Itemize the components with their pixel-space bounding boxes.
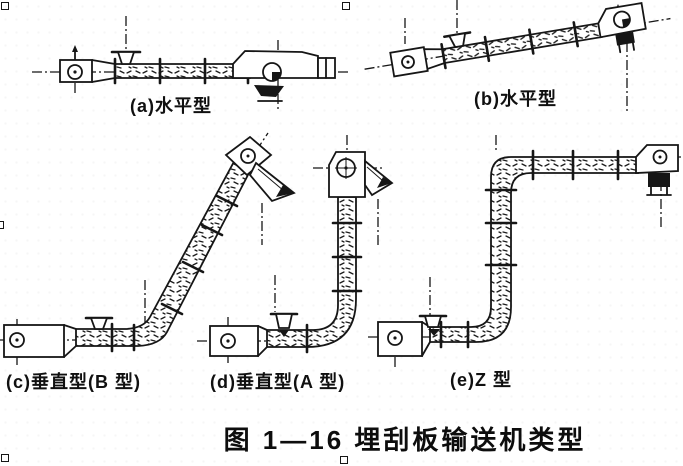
tail-section bbox=[59, 45, 116, 94]
crop-mark bbox=[1, 2, 9, 10]
figure-caption: 图 1—16 埋刮板输送机类型 bbox=[223, 425, 587, 455]
up-arrow-icon bbox=[72, 45, 78, 52]
crop-mark bbox=[1, 454, 9, 462]
trough bbox=[429, 156, 639, 343]
trough bbox=[114, 63, 251, 79]
tail-section bbox=[209, 325, 268, 357]
panel-label-b: (b)水平型 bbox=[474, 89, 557, 109]
tail-section bbox=[3, 324, 77, 358]
discharge-spout bbox=[364, 159, 394, 197]
crop-mark bbox=[342, 2, 350, 10]
conveyor-drawing-d-vertical-a bbox=[197, 135, 394, 365]
flange-joint bbox=[160, 302, 184, 316]
head-section bbox=[232, 50, 336, 102]
feed-hopper bbox=[443, 31, 472, 49]
trough bbox=[266, 196, 357, 348]
flange-joint bbox=[440, 42, 447, 70]
flange-joint bbox=[483, 35, 491, 63]
flange-joint bbox=[528, 28, 535, 55]
conveyor-drawing-c-vertical-b bbox=[0, 132, 296, 367]
discharge-chute bbox=[254, 85, 284, 97]
panel-label-a: (a)水平型 bbox=[130, 96, 212, 116]
head-section bbox=[597, 2, 647, 54]
flange-joint bbox=[215, 194, 239, 208]
head-section bbox=[224, 135, 296, 203]
conveyor-drawing-e-z-type bbox=[368, 135, 681, 369]
crop-mark bbox=[0, 221, 4, 229]
conveyor-drawing-b-inclined bbox=[364, 0, 671, 112]
flange-joint bbox=[181, 260, 205, 274]
panel-label-c: (c)垂直型(B 型) bbox=[6, 372, 141, 392]
head-section bbox=[328, 151, 394, 198]
head-section bbox=[635, 144, 679, 196]
flange-joint bbox=[572, 21, 579, 48]
panel-label-d: (d)垂直型(A 型) bbox=[210, 372, 346, 392]
feed-hopper bbox=[110, 50, 142, 65]
discharge-chute bbox=[648, 173, 670, 187]
tail-section bbox=[377, 321, 431, 357]
flange-joint bbox=[200, 223, 224, 237]
tail-section bbox=[389, 46, 446, 78]
feed-hopper bbox=[269, 312, 299, 337]
feed-hopper bbox=[418, 314, 448, 336]
crop-mark bbox=[340, 456, 348, 464]
panel-label-e: (e)Z 型 bbox=[450, 370, 512, 390]
conveyor-drawing-a-horizontal bbox=[32, 16, 348, 112]
discharge-chute bbox=[615, 31, 635, 46]
feed-hopper bbox=[84, 316, 114, 330]
